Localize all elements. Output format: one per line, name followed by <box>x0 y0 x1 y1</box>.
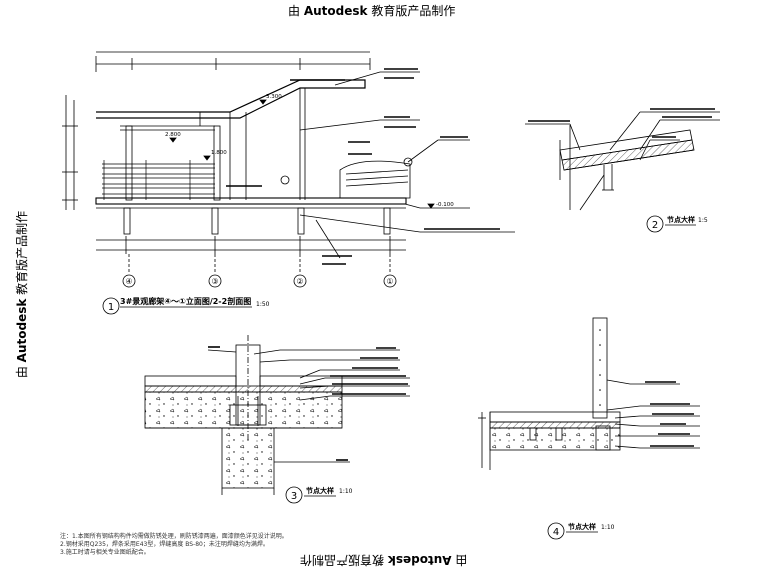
svg-text:1: 1 <box>108 302 114 313</box>
detail-4-annotations <box>645 381 694 447</box>
svg-text:④: ④ <box>125 277 132 286</box>
detail-3-annotations <box>208 346 408 461</box>
svg-text:2: 2 <box>652 220 658 231</box>
svg-text:1:50: 1:50 <box>256 301 270 308</box>
watermark-top: 由 Autodesk 教育版产品制作 <box>288 4 456 18</box>
svg-text:1.800: 1.800 <box>211 150 227 156</box>
elevation-annotations <box>226 68 500 265</box>
detail-4-title: 4 节点大样 1:10 <box>547 522 615 540</box>
note-line: 3.施工时请与相关专业图纸配合。 <box>60 549 150 556</box>
svg-text:①: ① <box>386 277 393 286</box>
note-line: 2.钢材采用Q235，焊条采用E43型，焊缝高度 BS-80；未注明焊缝均为满焊… <box>60 541 269 548</box>
svg-text:②: ② <box>296 277 303 286</box>
svg-text:1:5: 1:5 <box>698 217 708 224</box>
detail-3-drawing <box>144 335 410 495</box>
svg-text:1:10: 1:10 <box>601 524 615 531</box>
detail-4-drawing <box>478 317 700 470</box>
elevation-drawing <box>62 51 515 274</box>
svg-text:4: 4 <box>553 527 559 538</box>
detail-2-annotations <box>528 108 715 138</box>
axis-markers: ④ ③ ② ① <box>122 274 397 288</box>
svg-text:3.300: 3.300 <box>266 94 282 100</box>
svg-text:③: ③ <box>211 277 218 286</box>
detail-3-title: 3 节点大样 1:10 <box>285 486 353 504</box>
detail-2-title: 2 节点大样 1:5 <box>646 215 708 233</box>
svg-text:节点大样: 节点大样 <box>667 215 695 224</box>
svg-text:3#景观廊架④～①立面图/2-2剖面图: 3#景观廊架④～①立面图/2-2剖面图 <box>120 296 251 306</box>
elevation-title: 1 3#景观廊架④～①立面图/2-2剖面图 1:50 <box>102 296 270 315</box>
detail-2-drawing <box>525 111 720 211</box>
svg-text:节点大样: 节点大样 <box>568 522 596 531</box>
note-line: 注：1.本图所有钢结构构件均需做防锈处理，刷防锈漆两遍，面漆颜色详见设计说明。 <box>60 533 288 540</box>
svg-text:3: 3 <box>291 491 297 502</box>
general-notes: 注：1.本图所有钢结构构件均需做防锈处理，刷防锈漆两遍，面漆颜色详见设计说明。 … <box>60 533 288 557</box>
svg-text:2.800: 2.800 <box>165 132 181 138</box>
elevation-levels: 3.300 2.800 1.800 -0.100 <box>165 94 454 208</box>
svg-text:-0.100: -0.100 <box>436 202 454 208</box>
svg-text:节点大样: 节点大样 <box>306 486 334 495</box>
svg-text:1:10: 1:10 <box>339 488 353 495</box>
